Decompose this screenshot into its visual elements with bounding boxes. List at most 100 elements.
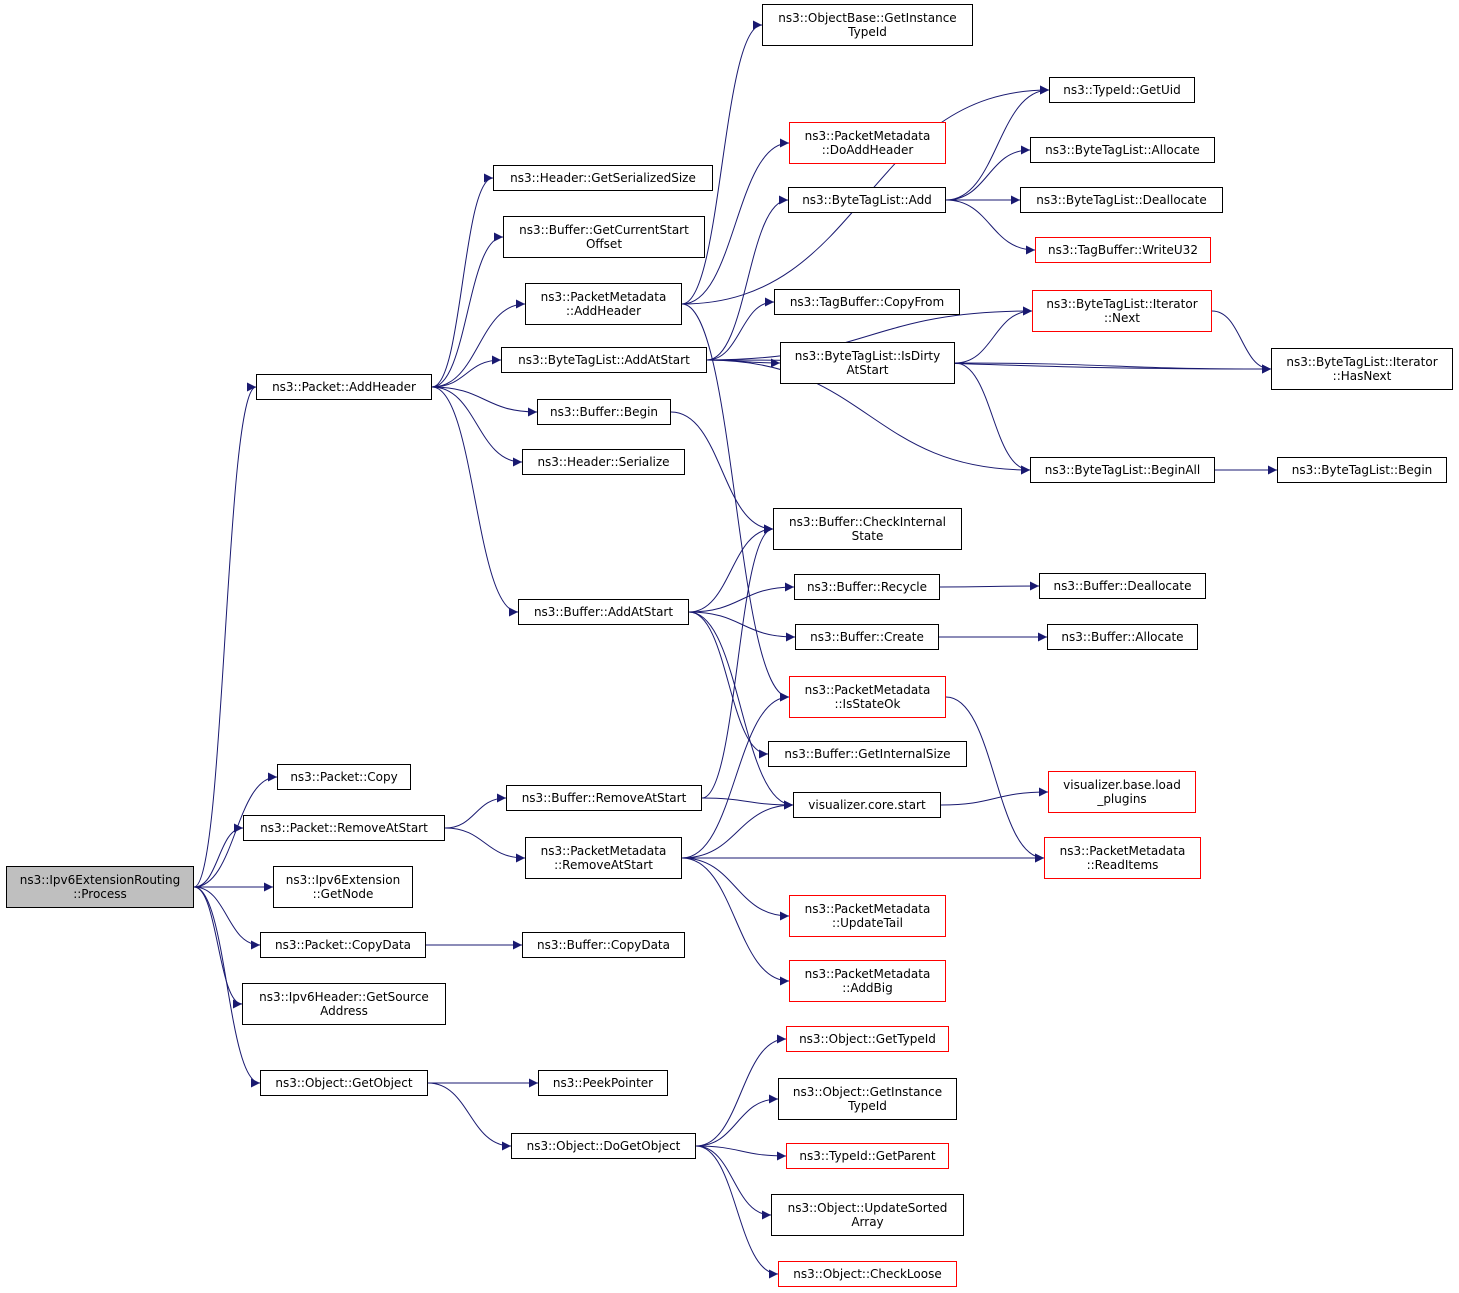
node-btl_addatstart[interactable]: ns3::ByteTagList::AddAtStart [501,347,707,373]
node-getnode[interactable]: ns3::Ipv6Extension::GetNode [273,866,413,908]
node-label-line: TypeId [848,25,887,39]
node-label-line: ns3::PacketMetadata [804,683,931,697]
node-buf_create[interactable]: ns3::Buffer::Create [795,624,939,650]
edge-btl_addatstart-to-btl_it_next [706,306,1033,361]
node-label-line: ns3::Object::UpdateSorted [787,1201,948,1215]
edge-removeatstart-to-buf_removeatstart [444,793,507,829]
node-buf_addatstart[interactable]: ns3::Buffer::AddAtStart [518,599,689,625]
node-label-line: ::Next [1103,311,1141,325]
edge-buf_removeatstart-to-viz_start [701,797,794,810]
node-label-line: ns3::Ipv6ExtensionRouting [19,873,181,887]
node-buf_deallocate[interactable]: ns3::Buffer::Deallocate [1039,573,1206,599]
node-label-line: ns3::Packet::Copy [290,770,398,784]
node-tb_writeu32[interactable]: ns3::TagBuffer::WriteU32 [1035,237,1211,263]
node-label-line: ns3::TagBuffer::CopyFrom [789,295,945,309]
node-label-line: _plugins [1097,792,1147,806]
node-addheader[interactable]: ns3::Packet::AddHeader [256,374,432,400]
node-viz_start[interactable]: visualizer.core.start [793,792,941,818]
node-buf_recycle[interactable]: ns3::Buffer::Recycle [794,574,940,600]
edge-pm_addheader-to-pm_isstateok [681,303,790,702]
edge-addheader-to-getserializedsize [431,173,494,388]
node-getserializedsize[interactable]: ns3::Header::GetSerializedSize [493,165,713,191]
node-pm_updatetail[interactable]: ns3::PacketMetadata::UpdateTail [789,895,946,937]
node-btl_it_hasnext[interactable]: ns3::ByteTagList::Iterator::HasNext [1271,348,1453,390]
node-btl_begin[interactable]: ns3::ByteTagList::Begin [1277,457,1447,483]
node-copy[interactable]: ns3::Packet::Copy [277,764,411,790]
node-label-line: ::DoAddHeader [821,143,914,157]
node-hdr_serialize[interactable]: ns3::Header::Serialize [522,449,685,475]
node-peekpointer[interactable]: ns3::PeekPointer [538,1070,668,1096]
node-copydata[interactable]: ns3::Packet::CopyData [260,932,426,958]
edge-pm_addheader-to-pm_doaddheader [681,138,790,305]
edge-btl_addatstart-to-btl_beginall [706,359,1031,475]
edge-pm_isstateok-to-pm_readitems [945,696,1045,863]
node-label-line: ::IsStateOk [834,697,901,711]
node-label-line: ::Process [73,887,127,901]
node-label-line: ns3::ByteTagList::Deallocate [1036,193,1207,207]
node-label-line: ns3::ByteTagList::Begin [1291,463,1433,477]
node-buf_allocate[interactable]: ns3::Buffer::Allocate [1047,624,1198,650]
node-obj_gettypeid[interactable]: ns3::Object::GetTypeId [786,1026,949,1052]
edge-pm_removeatstart-to-pm_updatetail [681,857,790,921]
edge-buf_begin-to-buf_checkinternal [670,411,774,534]
node-tb_copyfrom[interactable]: ns3::TagBuffer::CopyFrom [774,289,960,315]
node-buf_begin[interactable]: ns3::Buffer::Begin [537,399,671,425]
node-removeatstart[interactable]: ns3::Packet::RemoveAtStart [243,815,445,841]
node-getobject[interactable]: ns3::Object::GetObject [260,1070,428,1096]
node-label-line: ::ReadItems [1086,858,1159,872]
node-label-line: ns3::PeekPointer [552,1076,654,1090]
node-obj_checkloose[interactable]: ns3::Object::CheckLoose [778,1261,957,1287]
edge-viz_start-to-viz_loadplugins [940,787,1049,806]
node-label-line: ns3::TypeId::GetParent [799,1149,936,1163]
node-label-line: visualizer.core.start [808,798,926,812]
node-label-line: ns3::Ipv6Extension [285,873,401,887]
node-label-line: TypeId [848,1099,887,1113]
edge-root-to-addheader [193,382,257,888]
edge-dogetobject-to-obj_checkloose [695,1145,779,1279]
node-label-line: Offset [585,237,623,251]
node-buf_getinternalsize[interactable]: ns3::Buffer::GetInternalSize [768,741,967,767]
node-label-line: ns3::ByteTagList::Iterator [1286,355,1438,369]
node-label-line: AtStart [846,363,889,377]
node-buf_removeatstart[interactable]: ns3::Buffer::RemoveAtStart [506,785,702,811]
node-label-line: ns3::Buffer::Recycle [806,580,928,594]
node-btl_it_next[interactable]: ns3::ByteTagList::Iterator::Next [1032,290,1212,332]
edge-btl_add-to-tb_writeu32 [945,199,1036,255]
node-btl_deallocate[interactable]: ns3::ByteTagList::Deallocate [1020,187,1223,213]
edge-addheader-to-buf_addatstart [431,386,519,617]
edge-root-to-getsource [193,886,243,1009]
node-tid_getparent[interactable]: ns3::TypeId::GetParent [786,1143,949,1169]
edge-btl_it_next-to-btl_it_hasnext [1211,310,1272,374]
node-pm_isstateok[interactable]: ns3::PacketMetadata::IsStateOk [789,676,946,718]
node-label-line: ns3::ByteTagList::BeginAll [1044,463,1201,477]
node-pm_removeatstart[interactable]: ns3::PacketMetadata::RemoveAtStart [525,837,682,879]
node-label-line: Array [851,1215,884,1229]
node-viz_loadplugins[interactable]: visualizer.base.load_plugins [1048,771,1196,813]
node-btl_beginall[interactable]: ns3::ByteTagList::BeginAll [1030,457,1215,483]
node-dogetobject[interactable]: ns3::Object::DoGetObject [511,1133,696,1159]
node-pm_doaddheader[interactable]: ns3::PacketMetadata::DoAddHeader [789,122,946,164]
node-label-line: ns3::PacketMetadata [804,129,931,143]
node-btl_add[interactable]: ns3::ByteTagList::Add [788,187,946,213]
edge-dogetobject-to-obj_updatesorted [695,1145,772,1220]
node-pm_readitems[interactable]: ns3::PacketMetadata::ReadItems [1044,837,1201,879]
node-label-line: Address [320,1004,368,1018]
edge-addheader-to-hdr_serialize [431,386,523,467]
node-tid_getuid[interactable]: ns3::TypeId::GetUid [1049,77,1195,103]
node-pm_addheader[interactable]: ns3::PacketMetadata::AddHeader [525,283,682,325]
edge-getobject-to-dogetobject [427,1082,512,1151]
node-pm_addbig[interactable]: ns3::PacketMetadata::AddBig [789,960,946,1002]
node-buf_copydata[interactable]: ns3::Buffer::CopyData [522,932,685,958]
node-label-line: ns3::Buffer::RemoveAtStart [521,791,687,805]
node-label-line: ns3::ByteTagList::IsDirty [794,349,941,363]
edge-btl_isdirty-to-btl_it_next [954,306,1033,364]
node-btl_allocate[interactable]: ns3::ByteTagList::Allocate [1030,137,1215,163]
